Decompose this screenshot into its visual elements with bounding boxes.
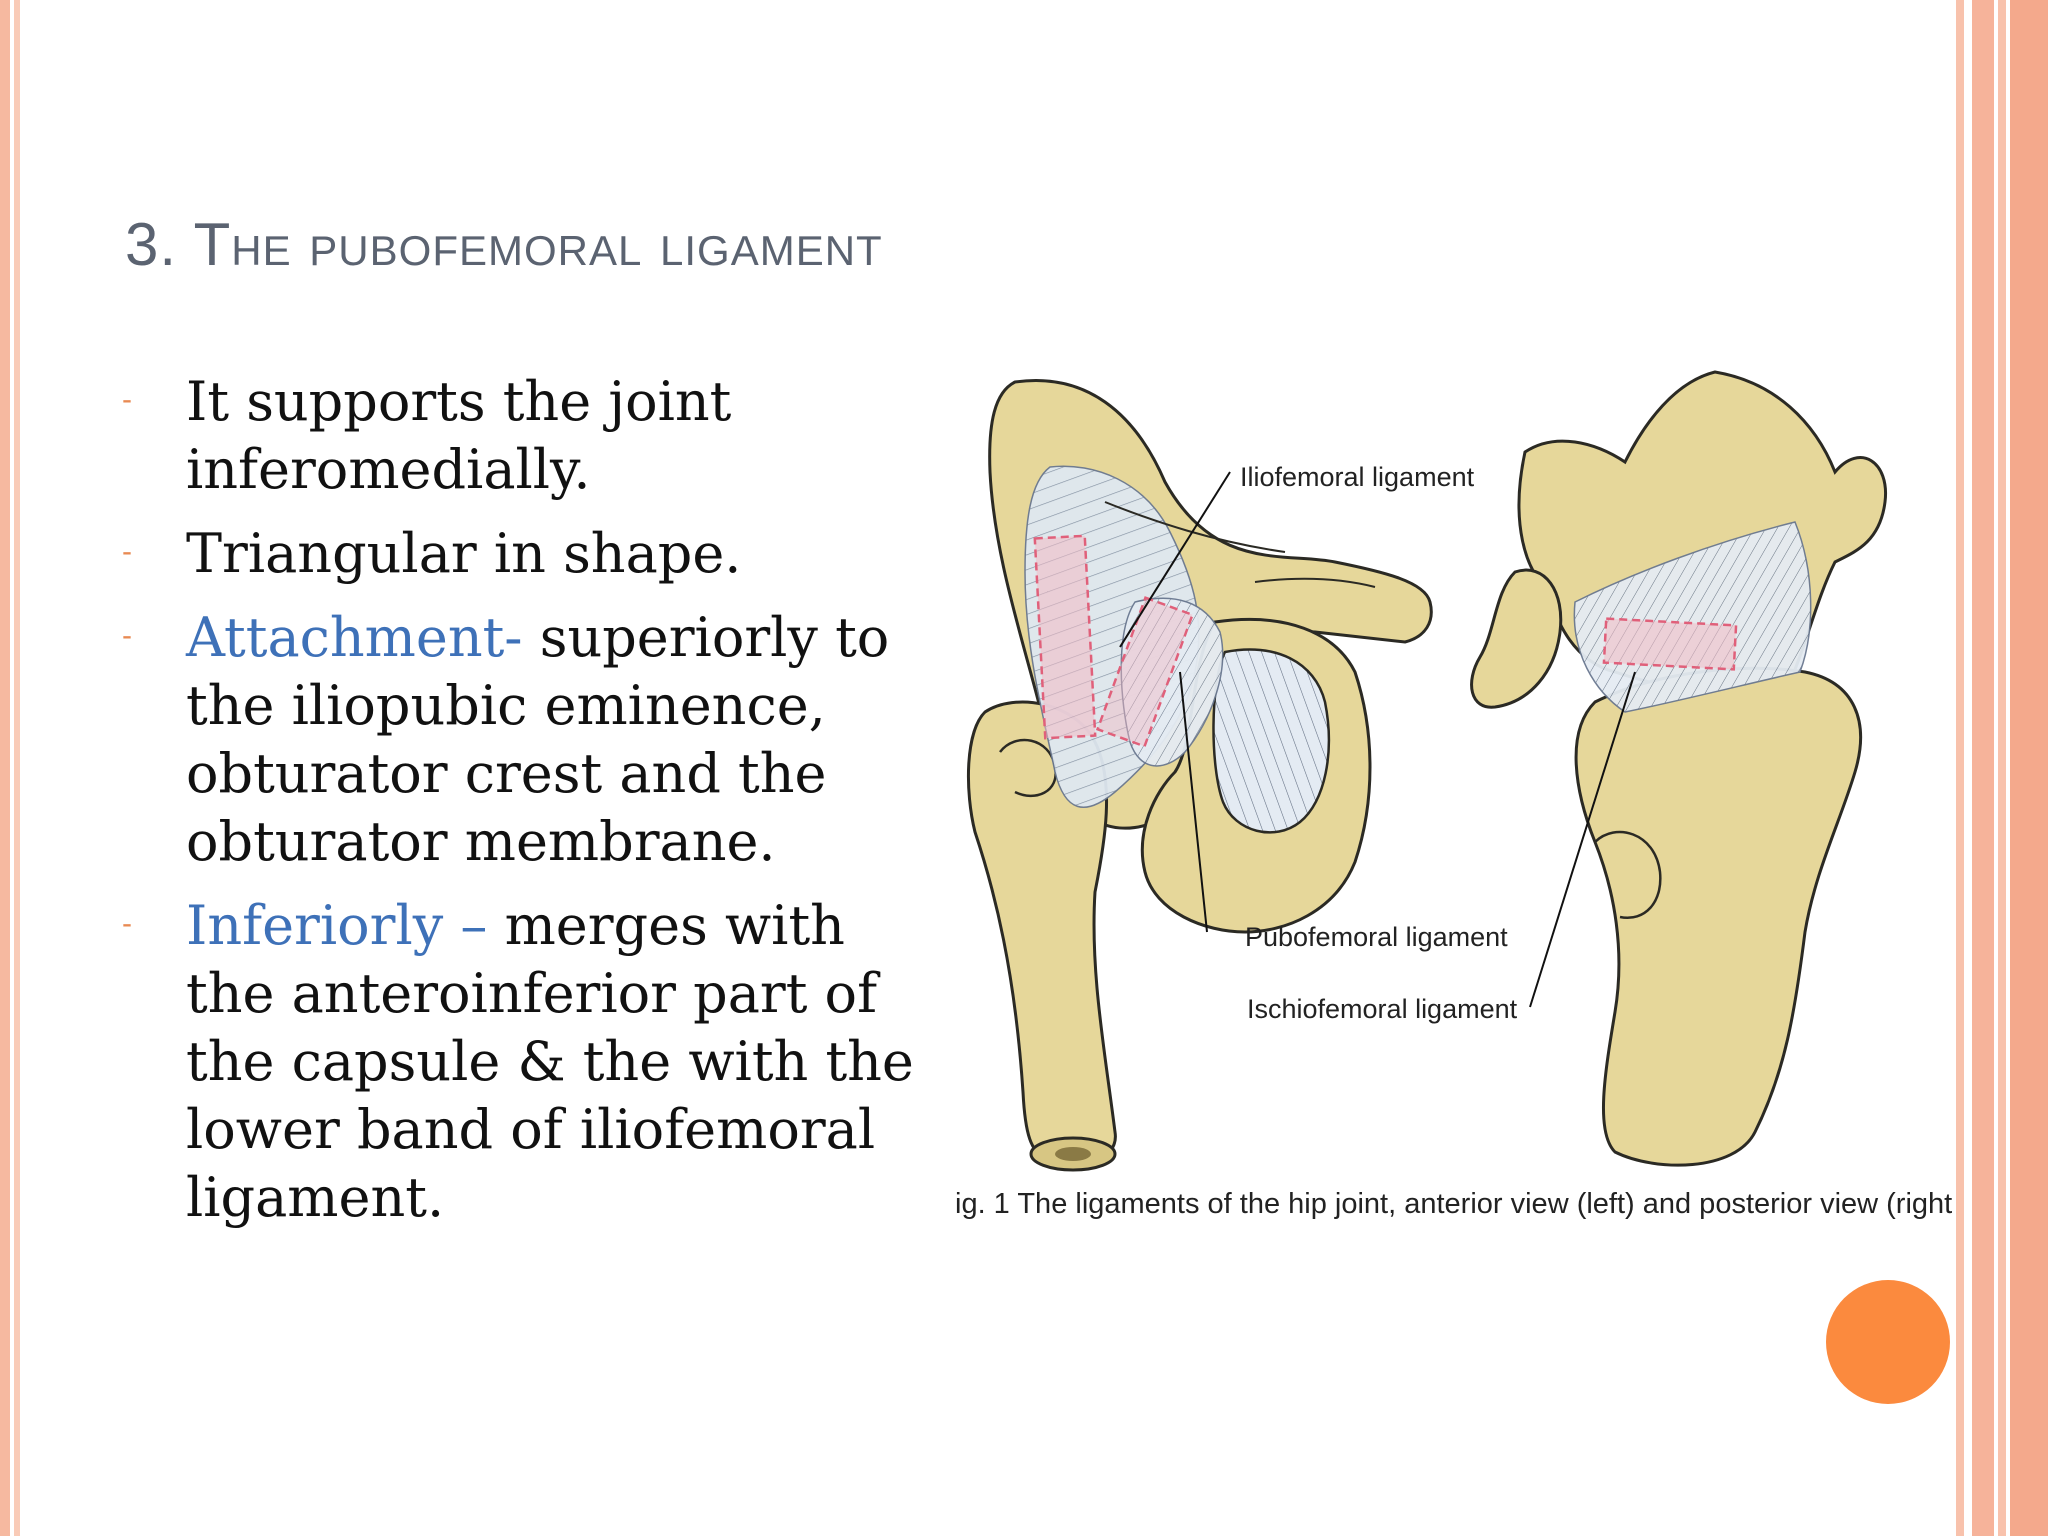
bullet-item: - It supports the joint inferomedially.: [120, 368, 920, 504]
bullet-dash-icon: -: [122, 383, 132, 416]
label-pubofemoral: Pubofemoral ligament: [1245, 922, 1508, 952]
right-border-stripe: [2010, 0, 2048, 1536]
slide-title: 3. The pubofemoral ligament: [125, 211, 883, 278]
bullet-dash-icon: -: [122, 619, 132, 652]
right-border-stripe: [1972, 0, 1994, 1536]
anatomy-illustration: Iliofemoral ligament Pubofemoral ligamen…: [966, 370, 1888, 1172]
bullet-highlight: Inferiorly –: [186, 894, 488, 957]
posterior-view: [1470, 370, 1888, 1167]
right-border-stripe: [1998, 0, 2006, 1536]
label-iliofemoral: Iliofemoral ligament: [1240, 462, 1475, 492]
bullet-item: - Inferiorly – merges with the anteroinf…: [120, 892, 920, 1232]
bullet-text: merges with the anteroinferior part of t…: [186, 894, 914, 1229]
bullet-item: - Triangular in shape.: [120, 520, 920, 588]
label-ischiofemoral: Ischiofemoral ligament: [1247, 994, 1518, 1024]
bullet-list: - It supports the joint inferomedially. …: [120, 368, 920, 1248]
left-border-stripe: [0, 0, 10, 1536]
bullet-highlight: Attachment-: [186, 606, 523, 669]
bullet-dash-icon: -: [122, 535, 132, 568]
hip-ligament-figure: Iliofemoral ligament Pubofemoral ligamen…: [955, 370, 1940, 1222]
bullet-text: Triangular in shape.: [186, 522, 742, 585]
bullet-dash-icon: -: [122, 907, 132, 940]
anterior-view: [966, 379, 1433, 1172]
bullet-text: superiorly to the iliopubic eminence, ob…: [186, 606, 890, 873]
orange-dot-decoration: [1826, 1280, 1950, 1404]
figure-caption: ig. 1 The ligaments of the hip joint, an…: [955, 1188, 1953, 1220]
bullet-text: It supports the joint inferomedially.: [186, 370, 732, 501]
left-border-stripe-inner: [14, 0, 20, 1536]
bullet-item: - Attachment- superiorly to the iliopubi…: [120, 604, 920, 876]
right-border-stripe: [1956, 0, 1964, 1536]
